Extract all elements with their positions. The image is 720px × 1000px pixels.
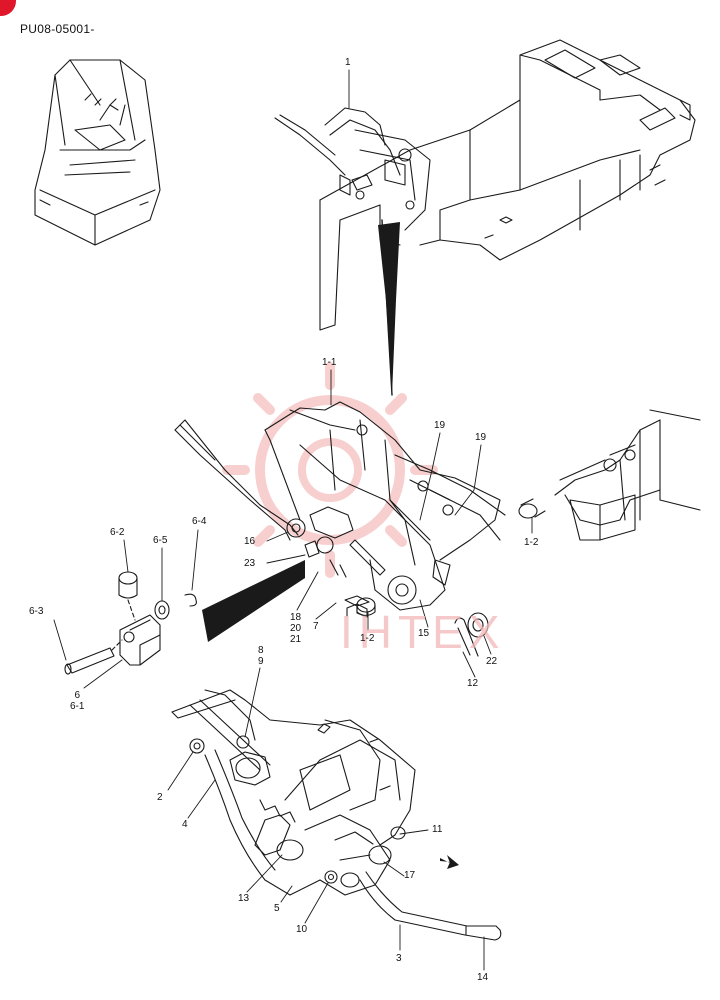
callout-label: 6-3 <box>29 606 44 617</box>
bracket-assembly-exploded <box>174 401 506 618</box>
direction-arrow-icon <box>440 855 459 869</box>
callout-label: 3 <box>396 953 402 964</box>
callout-label: 6-2 <box>110 527 125 538</box>
callout-label: 16 <box>244 536 256 547</box>
callout-label: 7 <box>313 621 319 632</box>
callout-label: 1-2 <box>360 633 375 644</box>
exploded-view-leader <box>378 222 400 395</box>
callout-label: 18 20 21 <box>290 612 302 645</box>
lower-leader-wedge <box>202 560 305 642</box>
callout-label: 6-4 <box>192 516 207 527</box>
callout-label: 19 <box>434 420 446 431</box>
callout-label: 6 6-1 <box>70 690 85 712</box>
left-bracket-parts <box>64 571 197 675</box>
callout-label: 23 <box>244 558 256 569</box>
callout-label: 1 <box>345 57 351 68</box>
callout-label: 5 <box>274 903 280 914</box>
frame-assembly <box>319 39 696 331</box>
callout-label: 12 <box>467 678 479 689</box>
callout-label: 2 <box>157 792 163 803</box>
watermark-text: IHTEX <box>340 606 506 658</box>
lever-arm <box>359 871 502 941</box>
callout-leaders <box>53 69 533 971</box>
callout-label: 19 <box>475 432 487 443</box>
small-hardware <box>356 597 489 657</box>
excavator-cab-thumbnail <box>34 59 161 246</box>
callout-label: 22 <box>486 656 498 667</box>
callout-label: 13 <box>238 893 250 904</box>
callout-label: 14 <box>477 972 489 983</box>
callout-label: 6-5 <box>153 535 168 546</box>
callout-label: 1-2 <box>524 537 539 548</box>
callout-label: 11 <box>432 824 443 835</box>
callout-label: 17 <box>404 870 416 881</box>
callout-label: 10 <box>296 924 308 935</box>
control-valve-assembly-top <box>274 107 431 231</box>
right-bracket <box>518 409 701 541</box>
callout-label: 1-1 <box>322 357 337 368</box>
callout-label: 4 <box>182 819 188 830</box>
callout-label: 15 <box>418 628 430 639</box>
callout-label: 8 9 <box>258 645 264 667</box>
document-code: PU08-05001- <box>20 22 95 36</box>
lever-assembly-lower <box>171 689 416 896</box>
gear-watermark-icon <box>222 362 438 578</box>
